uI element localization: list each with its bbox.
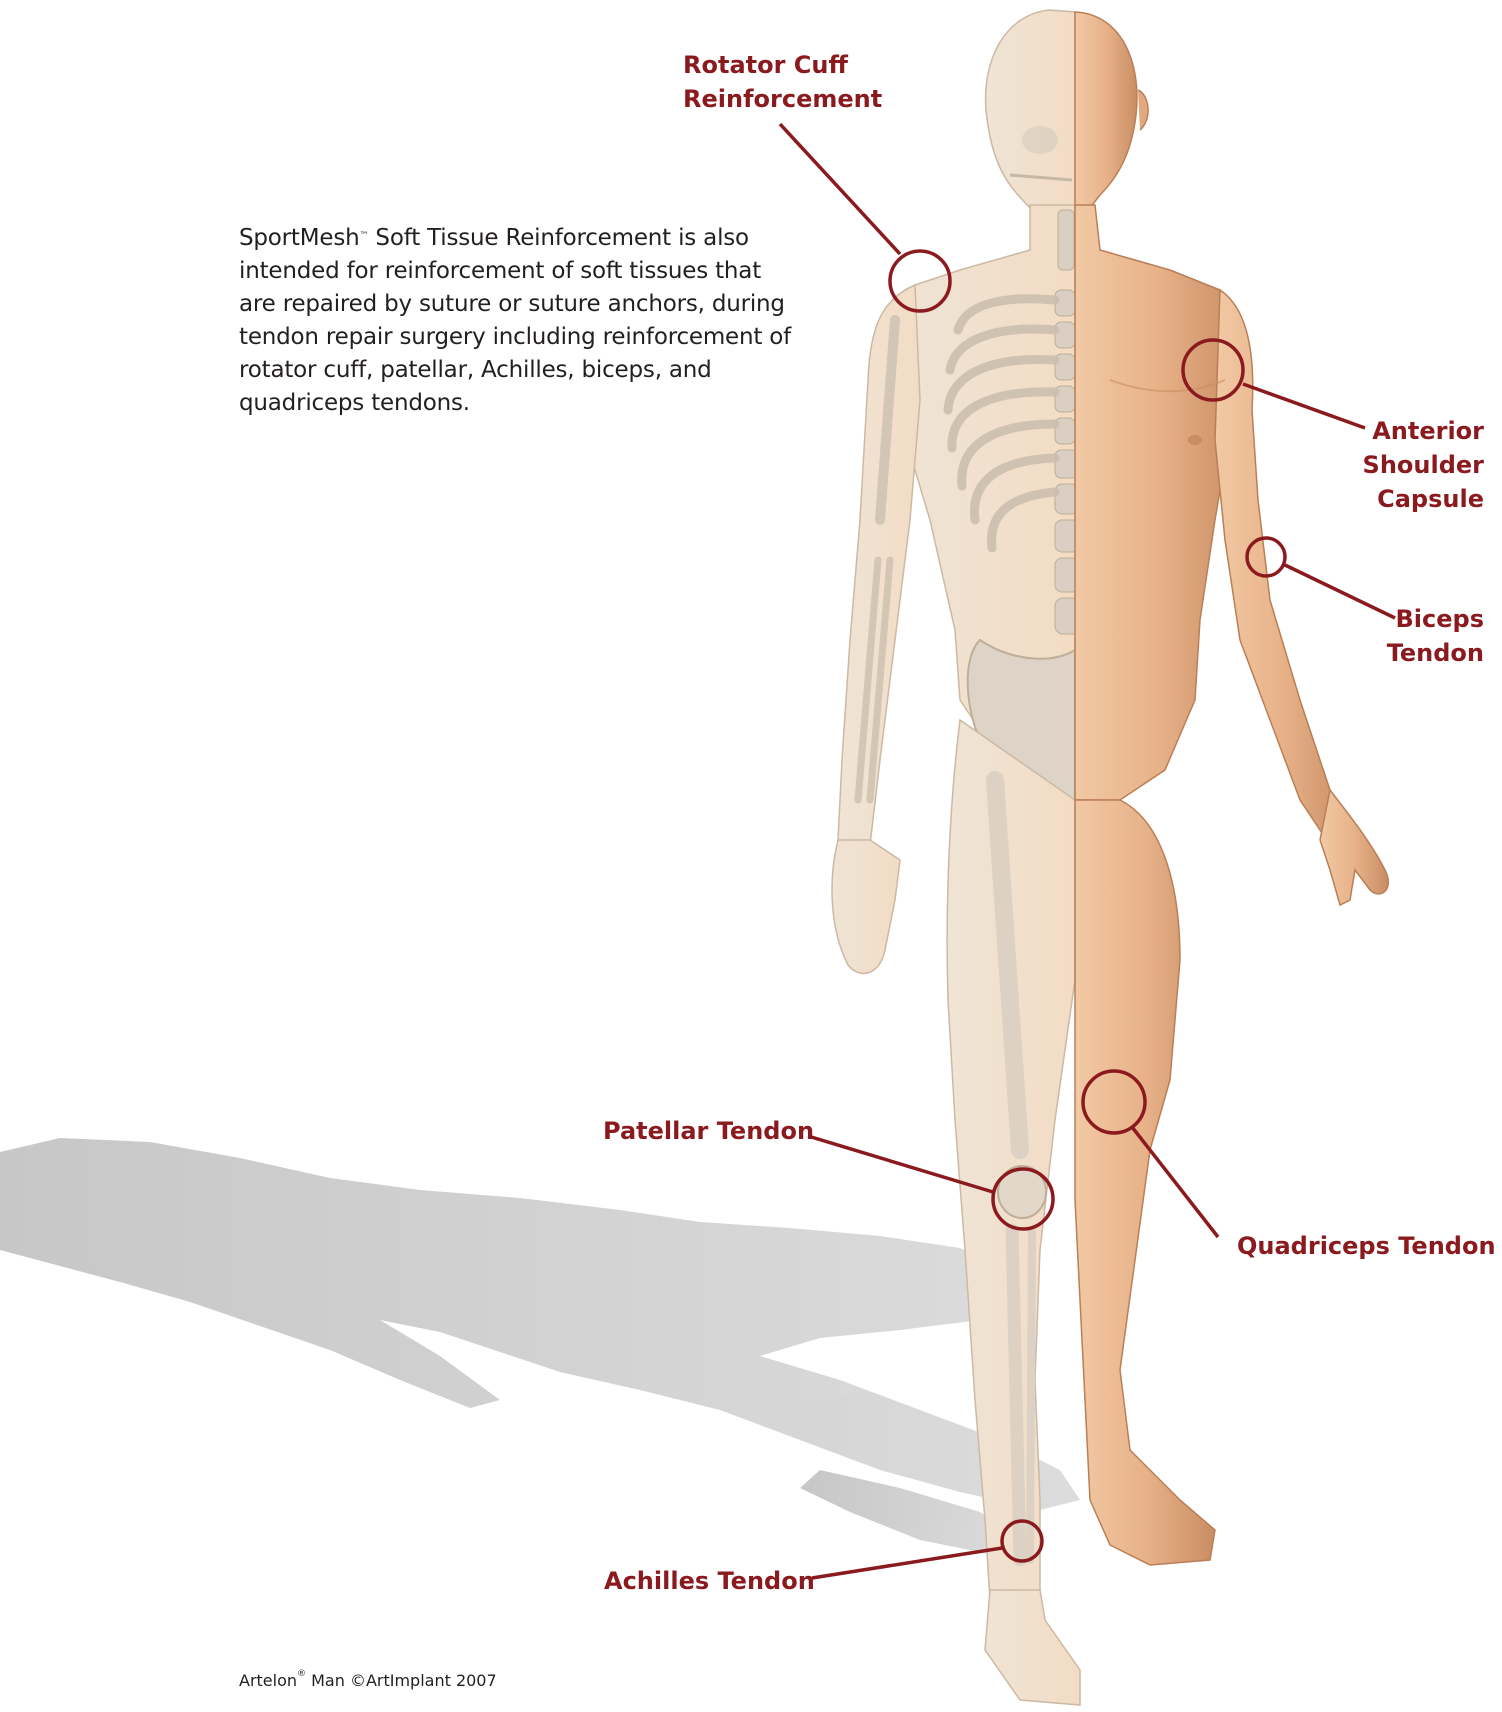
label-achilles-tendon: Achilles Tendon xyxy=(604,1564,815,1598)
product-name: SportMesh xyxy=(239,225,360,251)
figure-skin-half xyxy=(1075,12,1388,1565)
intro-paragraph: SportMesh™ Soft Tissue Reinforcement is … xyxy=(239,222,799,420)
label-patellar-tendon: Patellar Tendon xyxy=(603,1114,814,1148)
intro-text: Soft Tissue Reinforcement is also intend… xyxy=(239,225,791,416)
label-biceps-tendon: Biceps Tendon xyxy=(1380,602,1484,670)
biceps-leader-line xyxy=(1285,565,1395,618)
registered-symbol: ® xyxy=(297,1669,306,1679)
label-quadriceps-tendon: Quadriceps Tendon xyxy=(1237,1229,1496,1263)
achilles-leader-line xyxy=(812,1548,1002,1578)
label-rotator-cuff: Rotator Cuff Reinforcement xyxy=(683,48,882,116)
credit-text: Man ©ArtImplant 2007 xyxy=(306,1671,497,1690)
credit-line: Artelon® Man ©ArtImplant 2007 xyxy=(239,1671,497,1690)
figure-shadow xyxy=(0,1138,1080,1556)
credit-name: Artelon xyxy=(239,1671,297,1690)
trademark-symbol: ™ xyxy=(360,231,369,241)
label-anterior-shoulder-capsule: Anterior Shoulder Capsule xyxy=(1340,414,1484,516)
